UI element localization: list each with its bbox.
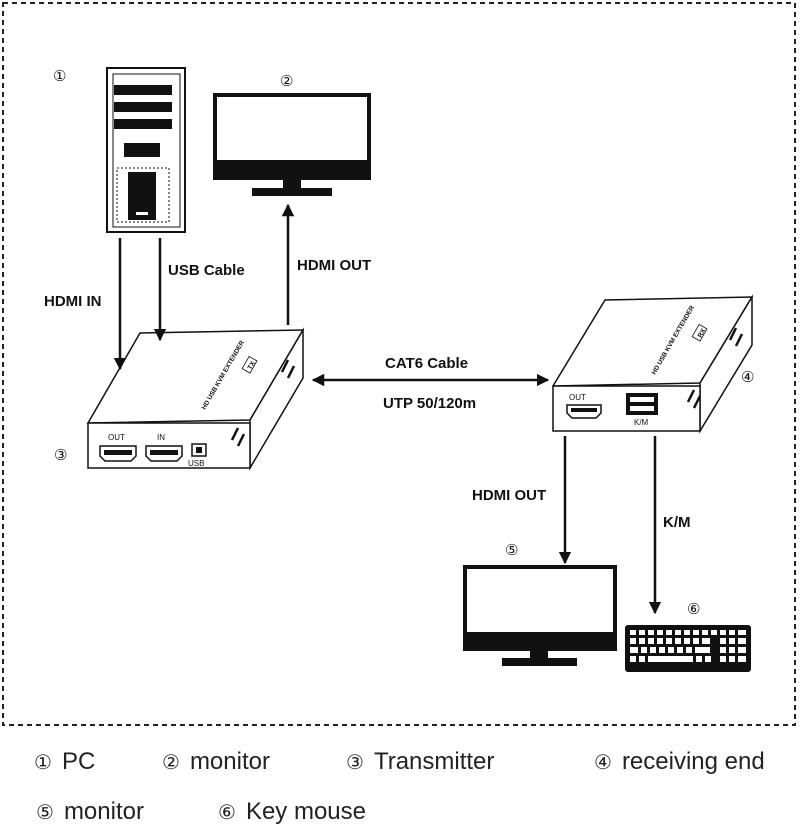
transmitter-port-usb-label: USB bbox=[188, 459, 204, 468]
legend-number: ② bbox=[162, 750, 180, 774]
monitor-top bbox=[213, 93, 371, 196]
marker-keyboard: ⑥ bbox=[687, 600, 700, 618]
monitor-bottom bbox=[463, 565, 617, 666]
receiver-port-km-label: K/M bbox=[634, 418, 649, 427]
legend-label: Key mouse bbox=[245, 798, 366, 825]
marker-receiver: ④ bbox=[741, 368, 754, 386]
receiver-port-out-label: OUT bbox=[569, 393, 586, 402]
transmitter-badge: TX bbox=[247, 360, 258, 371]
hdmi-out-bottom-label: HDMI OUT bbox=[472, 487, 546, 504]
marker-transmitter: ③ bbox=[54, 446, 67, 464]
marker-pc: ① bbox=[53, 67, 66, 85]
usb-cable-label: USB Cable bbox=[168, 262, 245, 279]
hdmi-out-top-label: HDMI OUT bbox=[297, 257, 371, 274]
legend-item-monitor: ② monitor bbox=[162, 748, 270, 776]
legend-number: ③ bbox=[346, 750, 364, 774]
legend-number: ⑥ bbox=[218, 800, 236, 824]
marker-monitor-bottom: ⑤ bbox=[505, 541, 518, 559]
transmitter-box: HD USB KVM EXTENDER TX OUT IN USB bbox=[86, 327, 305, 471]
legend-label: Transmitter bbox=[373, 748, 495, 775]
legend-item-transmitter: ③ Transmitter bbox=[346, 748, 494, 776]
legend-label: PC bbox=[61, 748, 96, 775]
receiver-box: HD USB KVM EXTENDER RX OUT K/M bbox=[551, 294, 754, 434]
legend-number: ⑤ bbox=[36, 800, 54, 824]
legend-item-monitor-2: ⑤ monitor bbox=[36, 798, 144, 826]
marker-monitor-top: ② bbox=[280, 72, 293, 90]
legend: ① PC ② monitor ③ Transmitter ④ receiving end… bbox=[0, 738, 800, 828]
legend-label: receiving end bbox=[621, 748, 765, 775]
legend-label: monitor bbox=[189, 748, 270, 775]
legend-number: ④ bbox=[594, 750, 612, 774]
legend-number: ① bbox=[34, 750, 52, 774]
transmitter-port-in-label: IN bbox=[157, 433, 165, 442]
legend-item-pc: ① PC bbox=[34, 748, 95, 776]
diagram-frame bbox=[2, 2, 796, 726]
utp-distance-label: UTP 50/120m bbox=[383, 395, 476, 412]
hdmi-in-label: HDMI IN bbox=[44, 293, 102, 310]
keyboard bbox=[625, 625, 751, 672]
legend-label: monitor bbox=[63, 798, 144, 825]
transmitter-port-out-label: OUT bbox=[108, 433, 125, 442]
receiver-badge: RX bbox=[697, 327, 708, 339]
km-label: K/M bbox=[663, 514, 691, 531]
pc-tower bbox=[106, 67, 186, 233]
cat6-cable-label: CAT6 Cable bbox=[385, 355, 468, 372]
legend-item-receiving-end: ④ receiving end bbox=[594, 748, 765, 776]
legend-item-key-mouse: ⑥ Key mouse bbox=[218, 798, 366, 826]
